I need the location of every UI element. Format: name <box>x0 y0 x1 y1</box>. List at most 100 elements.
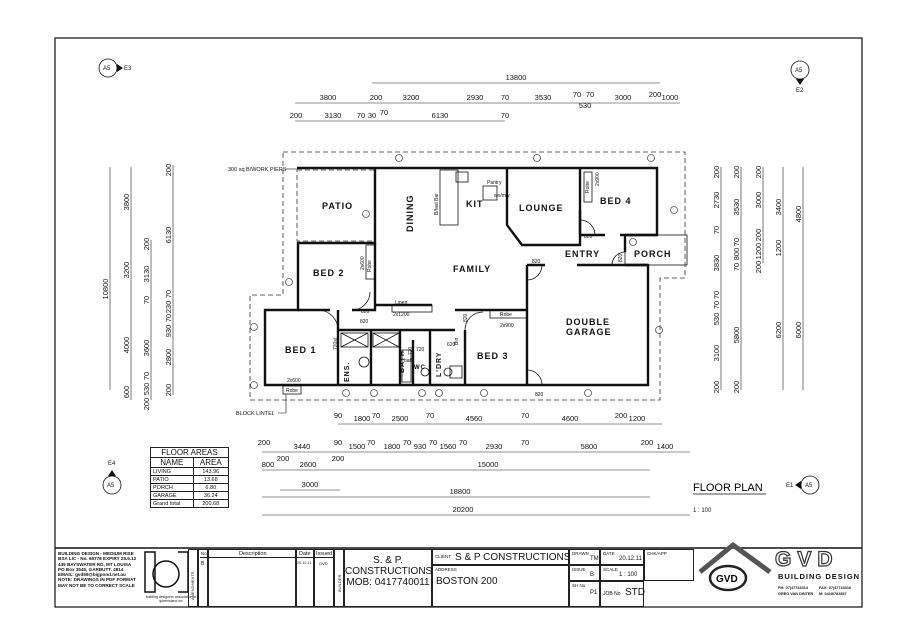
walls <box>263 166 659 387</box>
area-name: PORCH <box>150 483 194 492</box>
dimension-label: 3200 <box>403 93 420 102</box>
brand-name: GVD <box>774 547 839 571</box>
dimension-label: 6000 <box>794 322 803 339</box>
door-820-bed1: 820 <box>360 319 369 325</box>
bin-label: Bin <box>454 338 460 345</box>
dimension-label: 6130 <box>432 111 449 120</box>
dimension-label: 70 <box>459 438 467 447</box>
area-value: 13.68 <box>192 475 230 484</box>
brand-subtitle: BUILDING DESIGN <box>778 572 861 581</box>
dimension-label: 3600 <box>142 340 151 357</box>
logo-caption: building designers association of queens… <box>145 595 197 604</box>
job-label: JOB No <box>603 591 621 597</box>
scale-value: 1 : 100 <box>619 572 638 578</box>
room-garage-line2: GARAGE <box>566 327 612 337</box>
sheet-no-value: P1 <box>590 590 598 596</box>
designer-line: 449 BAYSWATER RD, MT LOUISA <box>58 561 132 567</box>
designer-line: MAY NOT BE TO CORRECT SCALE <box>58 582 135 588</box>
dimension-label: 3800 <box>320 93 337 102</box>
breakfast-bar-label: B/fast Bar <box>434 193 440 215</box>
dimension-label: 13800 <box>506 73 527 82</box>
door-620-laundry: 620 <box>447 342 456 348</box>
dimension-label: 600 <box>122 386 131 399</box>
dimension-label: 70 <box>367 438 375 447</box>
dimension-label: 70 <box>732 263 741 271</box>
bed2-robe-label: Robe <box>367 260 373 272</box>
slab-outline <box>249 151 686 401</box>
date-value: 20.12.11 <box>619 556 642 562</box>
dimension-label: 70 <box>521 438 529 447</box>
builder-label: BUILDER <box>337 574 342 592</box>
dimension-label: 18800 <box>450 487 471 496</box>
dimension-label: 200 <box>754 261 763 274</box>
wall-oven-label: wo/mw <box>494 193 510 199</box>
svg-text:A5: A5 <box>795 68 803 74</box>
dimension-label: 200 <box>164 384 173 397</box>
dimension-label: 2730 <box>712 192 721 209</box>
dimension-label: 1800 <box>354 414 371 423</box>
room-bed2: BED 2 <box>313 268 345 278</box>
svg-text:E2: E2 <box>796 88 804 94</box>
area-value: 143.96 <box>192 467 230 476</box>
client-value: S & P CONSTRUCTIONS <box>455 552 571 563</box>
room-laundry: L'DRY <box>436 352 443 377</box>
lintel-leader <box>278 394 287 414</box>
dimension-label: 6130 <box>164 227 173 244</box>
dimension-label: 2930 <box>467 93 484 102</box>
floor-areas-title: FLOOR AREAS <box>150 447 229 458</box>
dimension-label: 1500 <box>349 442 366 451</box>
dimension-label: 530 <box>142 383 151 396</box>
area-value: 36.24 <box>192 491 230 500</box>
dimension-label: 70 <box>521 411 529 420</box>
amend-description-col: Description <box>208 549 296 607</box>
dimension-label: 200 <box>370 93 383 102</box>
dimension-label: 200 <box>290 111 303 120</box>
dimension-label: 800 <box>732 248 741 261</box>
room-patio: PATIO <box>322 201 353 211</box>
dimension-label: 70 <box>712 291 721 299</box>
dimension-label: 1200 <box>754 243 763 260</box>
builder-phone: MOB: 0417740011 <box>346 577 430 588</box>
bed4-robe-size: 2x900 <box>595 172 601 186</box>
svg-text:A5: A5 <box>107 483 115 489</box>
amend-header-issued: Issued <box>316 551 333 557</box>
dimension-label: 200 <box>277 454 290 463</box>
dimension-label: 15000 <box>478 460 499 469</box>
room-ensuite: ENS. <box>344 362 351 382</box>
dimension-label: 4560 <box>466 414 483 423</box>
dimension-label: 3400 <box>774 199 783 216</box>
dimension-label: 70 <box>501 111 509 120</box>
door-820-garage-rear: 820 <box>535 392 544 398</box>
dimension-label: 70 <box>573 90 581 99</box>
dimension-label: 200 <box>142 238 151 251</box>
dimension-label: 70 <box>403 438 411 447</box>
area-name: GARAGE <box>150 491 194 500</box>
dimension-label: 3440 <box>294 442 311 451</box>
job-value: STD <box>625 587 645 598</box>
room-family: FAMILY <box>453 264 491 274</box>
col-header-area: AREA <box>192 457 230 468</box>
dimension-label: 800 <box>262 460 275 469</box>
dimension-label: 200 <box>615 411 628 420</box>
section-marker-e4: E4 A5 <box>102 461 122 495</box>
dimension-label: 200 <box>332 454 345 463</box>
dimension-label: 3530 <box>732 199 741 216</box>
dimension-label: 200 <box>754 166 763 179</box>
scale-label: SCALE <box>603 567 618 572</box>
dimension-label: 200 <box>641 438 654 447</box>
room-labels: PATIO DINING KIT LOUNGE BED 4 BED 2 FAMI… <box>285 195 671 383</box>
svg-text:E1: E1 <box>786 483 794 489</box>
room-dining: DINING <box>405 195 415 233</box>
dimension-label: 230 <box>164 301 173 314</box>
svg-text:A5: A5 <box>103 66 111 72</box>
brand-phone: PH: 07)47743314 <box>778 586 808 590</box>
